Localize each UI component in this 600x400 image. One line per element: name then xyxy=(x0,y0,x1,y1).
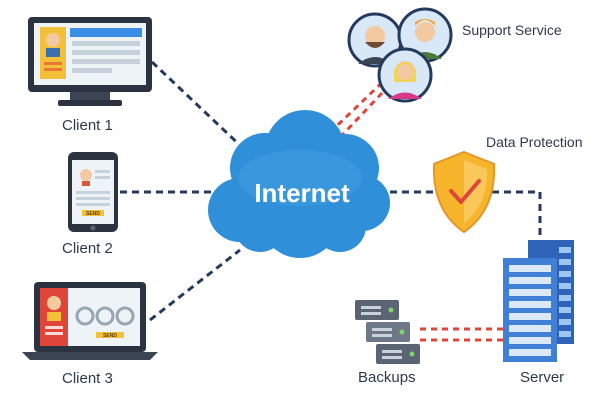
label-backups: Backups xyxy=(358,369,416,386)
label-server: Server xyxy=(520,369,565,386)
backup-drives-icon xyxy=(355,300,420,364)
smartphone-send-button-text: SEND xyxy=(86,211,100,217)
shield-check-icon xyxy=(432,150,496,234)
connector-support-internet-b xyxy=(328,91,384,150)
support-team-avatars-icon xyxy=(347,7,453,103)
connection-lines xyxy=(120,60,542,342)
laptop-icon xyxy=(22,282,158,360)
smartphone-icon xyxy=(68,152,118,232)
label-support-service: Support Service xyxy=(462,22,562,38)
label-client-1: Client 1 xyxy=(62,117,113,134)
label-client-2: Client 2 xyxy=(62,240,113,257)
label-data-protection: Data Protection xyxy=(486,134,583,150)
connector-protection-server xyxy=(492,190,542,236)
internet-cloud-icon xyxy=(208,110,390,258)
laptop-send-button-text: SEND xyxy=(103,333,117,339)
label-client-3: Client 3 xyxy=(62,370,113,387)
internet-label: Internet xyxy=(254,178,350,208)
server-rack-icon xyxy=(503,240,574,362)
connector-client3-internet xyxy=(149,248,241,322)
desktop-monitor-icon xyxy=(28,17,152,106)
connector-client1-internet xyxy=(150,60,247,152)
